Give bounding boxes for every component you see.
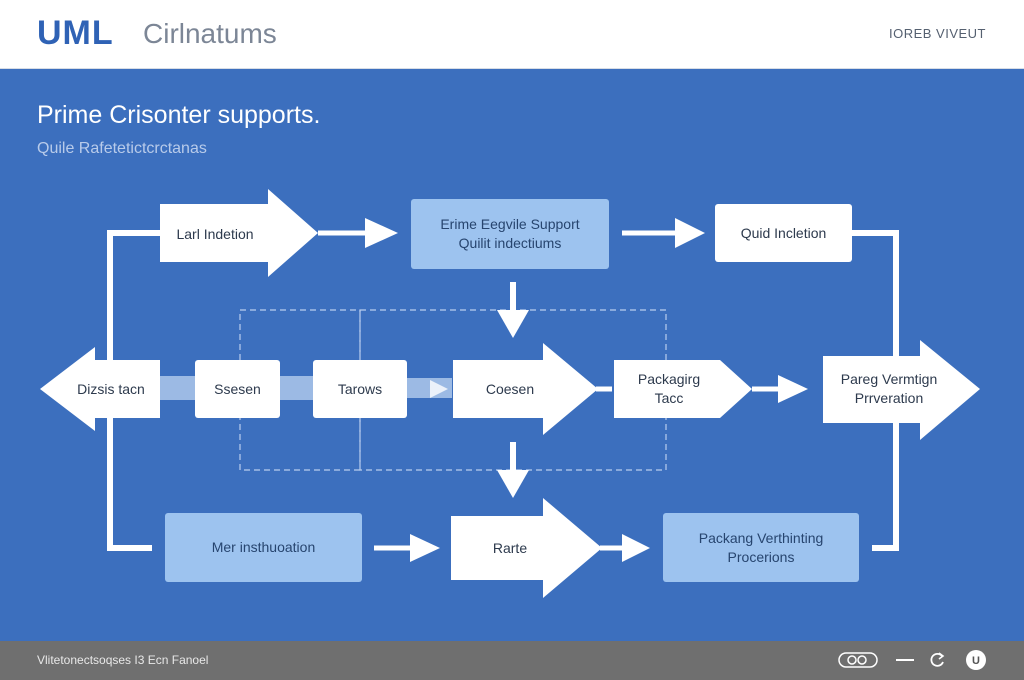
arrow-node-rarte [451, 498, 602, 598]
node-tarows-label: Tarows [337, 380, 383, 397]
faded-connector-2 [280, 376, 314, 400]
faded-connector-3 [406, 378, 452, 398]
arrow-node-packaging [614, 360, 752, 418]
header-bar: UML Cirlnatums IOREB VIVEUT [0, 0, 1024, 69]
node-packaging-tacc-line1: Packagirg [637, 371, 701, 387]
svg-text:U: U [972, 655, 980, 667]
minus-icon[interactable] [894, 651, 916, 669]
footer-text: Vlitetonectsoqses I3 Ecn Fanoel [37, 653, 209, 667]
user-badge-icon[interactable]: U [965, 650, 987, 670]
node-dizsis-tacn-label: Dizsis tacn [77, 380, 145, 397]
node-prime-support-line1: Erime Eegvile Support [440, 216, 580, 232]
node-coesen-label: Coesen [485, 380, 535, 397]
node-packaging-tacc: Packagirg Tacc [620, 368, 718, 410]
node-packaging-tacc-line2: Tacc [654, 390, 684, 406]
node-lart-indetion: Larl Indetion [160, 220, 270, 248]
node-packang-verthinting: Packang Verthinting Procerions [663, 513, 859, 582]
node-lart-indetion-label: Larl Indetion [176, 225, 254, 242]
toggle-icon[interactable] [838, 651, 878, 669]
header-right-label: IOREB VIVEUT [888, 26, 986, 41]
node-mer-insthuoation: Mer insthuoation [165, 513, 362, 582]
node-pareg-vermtign: Pareg Vermtign Prrveration [826, 368, 952, 410]
node-ssesen-label: Ssesen [214, 380, 261, 397]
faded-arrow-head [430, 380, 448, 398]
page-subtitle: Quile Rafetetictcrctanas [37, 140, 207, 157]
arrow-lart-to-prime-head [365, 218, 398, 248]
node-prime-support-line2: Quilit indectiums [458, 235, 562, 251]
faded-connector-1 [160, 376, 196, 400]
node-packang-verthinting-line2: Procerions [727, 548, 795, 565]
node-pareg-vermtign-line2: Prrveration [854, 390, 924, 406]
arrow-prime-to-quid-head [675, 218, 705, 248]
logo: UML [37, 14, 114, 52]
node-rarte-label: Rarte [492, 539, 528, 556]
node-pareg-vermtign-line1: Pareg Vermtign [840, 371, 938, 387]
arrow-node-coesen [453, 343, 598, 435]
node-coesen: Coesen [462, 376, 558, 402]
arrow-rarte-to-packang-head [622, 534, 650, 562]
refresh-icon[interactable] [928, 651, 946, 669]
arrow-prime-down-head [497, 310, 529, 338]
footer-bar: Vlitetonectsoqses I3 Ecn Fanoel U [0, 641, 1024, 680]
node-ssesen: Ssesen [195, 360, 280, 418]
arrow-packaging-to-pareg-head [778, 375, 808, 403]
node-quid-incletion-label: Quid Incletion [740, 224, 827, 241]
arrow-node-dizsis [40, 347, 160, 431]
arrow-mer-to-rarte-head [410, 534, 440, 562]
header-title: Cirlnatums [143, 18, 277, 49]
arrow-node-lart [160, 189, 318, 277]
node-packang-verthinting-line1: Packang Verthinting [698, 529, 824, 546]
page-title: Prime Crisonter supports. [37, 101, 321, 129]
arrow-node-pareg [823, 340, 980, 440]
node-dizsis-tacn: Dizsis tacn [66, 376, 156, 402]
node-mer-insthuoation-label: Mer insthuoation [211, 539, 316, 555]
arrow-coesen-down-head [497, 470, 529, 498]
node-prime-support: Erime Eegvile Support Quilit indectiums [411, 199, 609, 269]
node-tarows: Tarows [313, 360, 407, 418]
node-quid-incletion: Quid Incletion [715, 204, 852, 262]
node-rarte: Rarte [470, 535, 550, 561]
